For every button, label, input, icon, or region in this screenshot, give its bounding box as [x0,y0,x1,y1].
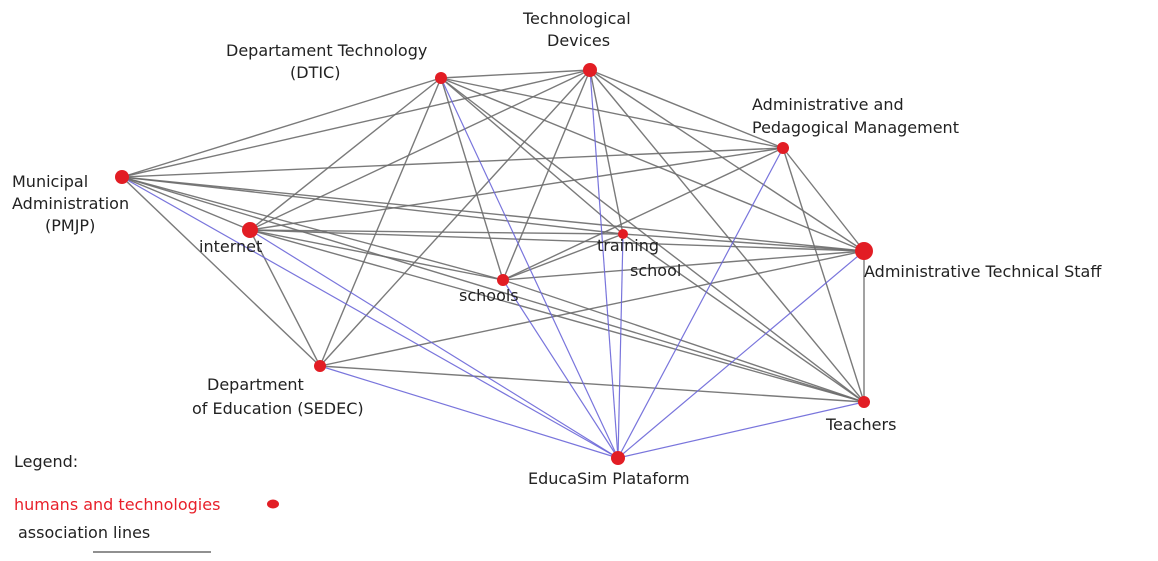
edge-devices-training [589,69,624,235]
node-teachers [858,396,870,408]
platform-edge-internet-educasim [249,229,619,459]
legend: Legend: humans and technologies associat… [14,452,279,553]
edge-dtic-schools [440,77,504,281]
label-devices-0: Technological [522,9,631,28]
platform-edge-teachers-educasim [617,401,865,459]
edge-dtic-devices [440,69,591,79]
label-apm-1: Pedagogical Management [752,118,959,137]
edge-internet-sedec [249,229,321,367]
edge-dtic-pmjp [121,77,442,178]
platform-edge-devices-educasim [589,69,619,459]
edge-pmjp-teachers [121,176,865,403]
label-apm-0: Administrative and [752,95,904,114]
label-dtic-1: (DTIC) [290,63,340,82]
platform-edge-ats-educasim [617,250,865,459]
node-training [618,229,628,239]
label-training-1: school [630,261,681,280]
node-labels: Departament Technology (DTIC) Technologica… [12,9,1102,488]
edge-apm-schools [502,147,784,281]
edge-pmjp-sedec [121,176,321,367]
platform-links [121,69,865,459]
platform-edge-training-educasim [617,233,624,459]
node-pmjp [115,170,129,184]
label-sedec-0: Department [207,375,304,394]
label-pmjp-2: (PMJP) [45,216,95,235]
node-schools [497,274,509,286]
edge-internet-training [249,229,624,235]
edge-schools-teachers [502,279,865,403]
edge-training-schools [502,233,624,281]
label-training-0: training [597,236,659,255]
edge-pmjp-training [121,176,624,235]
node-sedec [314,360,326,372]
edge-devices-schools [502,69,591,281]
label-devices-1: Devices [547,31,610,50]
label-pmjp-0: Municipal [12,172,88,191]
edge-apm-pmjp [121,147,784,178]
nodes [115,63,873,465]
edge-sedec-teachers [319,365,865,403]
node-internet [242,222,258,238]
edge-apm-teachers [782,147,865,403]
edge-schools-ats [502,250,865,281]
label-pmjp-1: Administration [12,194,129,213]
edge-dtic-apm [440,77,784,149]
edge-internet-schools [249,229,504,281]
node-devices [583,63,597,77]
label-internet-0: internet [199,237,262,256]
edge-dtic-internet [249,77,442,231]
edge-devices-sedec [319,69,591,367]
association-lines [121,69,865,403]
platform-edge-pmjp-educasim [121,176,619,459]
node-apm [777,142,789,154]
edge-devices-internet [249,69,591,231]
edge-pmjp-internet [121,176,251,231]
label-teachers-0: Teachers [825,415,896,434]
edge-devices-pmjp [121,69,591,178]
edge-dtic-teachers [440,77,865,403]
legend-title: Legend: [14,452,78,471]
label-educasim-0: EducaSim Plataform [528,469,690,488]
platform-edge-sedec-educasim [319,365,619,459]
node-dtic [435,72,447,84]
node-ats [855,242,873,260]
legend-association-lines: association lines [18,523,150,542]
label-sedec-1: of Education (SEDEC) [192,399,364,418]
edge-dtic-training [440,77,624,235]
edge-devices-ats [589,69,865,252]
edge-apm-internet [249,147,784,231]
label-ats-0: Administrative Technical Staff [864,262,1102,281]
edge-training-ats [622,233,865,252]
platform-edge-dtic-educasim [440,77,619,459]
label-dtic-0: Departament Technology [226,41,427,60]
label-schools-0: schools [459,286,519,305]
edge-pmjp-schools [121,176,504,281]
edge-ats-sedec [319,250,865,367]
platform-edge-schools-educasim [502,279,619,459]
edge-apm-ats [782,147,865,252]
edge-dtic-sedec [319,77,442,367]
platform-edge-apm-educasim [617,147,784,459]
legend-node-marker [267,499,279,509]
legend-humans-technologies: humans and technologies [14,495,220,514]
edge-devices-teachers [589,69,865,403]
node-educasim [611,451,625,465]
edge-internet-ats [249,229,865,252]
edge-pmjp-ats [121,176,865,252]
edge-training-teachers [622,233,865,403]
edge-devices-apm [589,69,784,149]
